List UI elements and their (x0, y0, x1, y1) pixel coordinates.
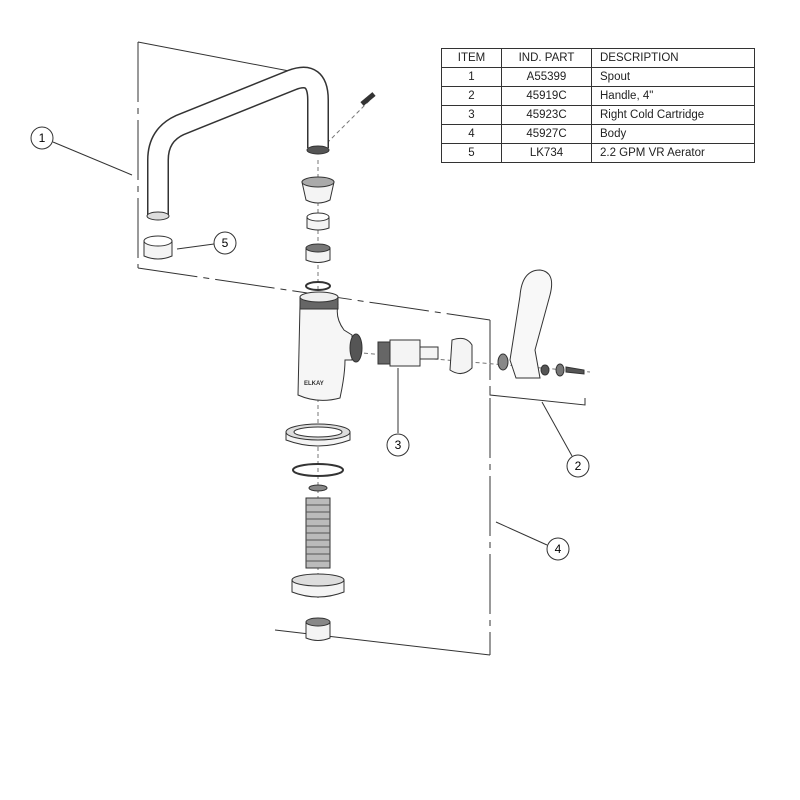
leader-lines (52, 141, 573, 546)
callout-2: 2 (566, 454, 590, 478)
part-cell: 45927C (501, 124, 592, 144)
faucet-body: ELKAY (297, 291, 363, 401)
description-cell: 2.2 GPM VR Aerator (591, 143, 755, 163)
callout-5: 5 (213, 231, 237, 255)
item-cell: 4 (441, 124, 502, 144)
svg-text:3: 3 (395, 438, 402, 452)
svg-text:2: 2 (575, 459, 582, 473)
svg-text:4: 4 (555, 542, 562, 556)
description-cell: Right Cold Cartridge (591, 105, 755, 125)
aerator (143, 235, 173, 260)
callout-1: 1 (30, 126, 54, 150)
part-cell: LK734 (501, 143, 592, 163)
callout-4: 4 (546, 537, 570, 561)
item-cell: 3 (441, 105, 502, 125)
part-cell: 45923C (501, 105, 592, 125)
header-part: IND. PART (501, 48, 592, 68)
table-header-row: ITEM IND. PART DESCRIPTION (441, 48, 755, 68)
body-logo: ELKAY (304, 381, 324, 387)
description-cell: Spout (591, 67, 755, 87)
description-cell: Body (591, 124, 755, 144)
spout-nut-and-rings (301, 176, 335, 291)
header-item: ITEM (441, 48, 502, 68)
description-cell: Handle, 4" (591, 86, 755, 106)
spout (146, 66, 376, 221)
cartridge (377, 339, 439, 367)
part-cell: 45919C (501, 86, 592, 106)
item-cell: 5 (441, 143, 502, 163)
svg-text:5: 5 (222, 236, 229, 250)
header-description: DESCRIPTION (591, 48, 755, 68)
part-cell: A55399 (501, 67, 592, 87)
handle-assembly (449, 269, 585, 379)
callout-3: 3 (386, 433, 410, 457)
svg-text:1: 1 (39, 131, 46, 145)
lower-mounting-parts (285, 423, 351, 641)
item-cell: 2 (441, 86, 502, 106)
item-cell: 1 (441, 67, 502, 87)
